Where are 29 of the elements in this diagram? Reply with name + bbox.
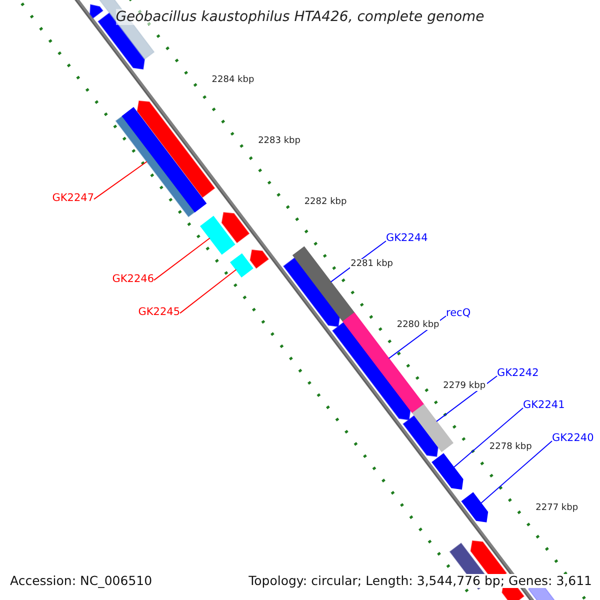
gene-label: GK2242 (497, 366, 539, 380)
gene-label: GK2246 (112, 272, 154, 286)
accession-text: Accession: NC_006510 (10, 574, 152, 588)
gene-feature (432, 453, 464, 490)
gene-label: GK2241 (523, 398, 565, 412)
leader-line (94, 161, 148, 200)
gene-bar (412, 404, 454, 452)
scale-label: 2284 kbp (210, 75, 256, 86)
scale-label: 2280 kbp (396, 320, 440, 330)
genome-info-text: Topology: circular; Length: 3,544,776 bp; Genes: 3,611 (248, 574, 592, 588)
gene-label: recQ (446, 306, 471, 320)
gene-bar (230, 253, 254, 278)
scale-label: 2277 kbp (534, 502, 580, 514)
gene-bar (200, 216, 236, 255)
scale-label: 2281 kbp (350, 258, 394, 269)
gene-label: GK2240 (552, 432, 594, 444)
scale-label: 2278 kbp (488, 442, 533, 452)
leader-line (480, 440, 552, 504)
gene-bar (122, 107, 207, 212)
gene-feature (461, 492, 488, 522)
scale-label: 2282 kbp (303, 197, 348, 208)
scale-label: 2279 kbp (442, 380, 487, 391)
scale-label: 2283 kbp (257, 136, 302, 147)
title: Geobacillus kaustophilus HTA426, complete genome (116, 9, 484, 25)
leader-line (453, 408, 524, 468)
gene-label: GK2247 (52, 192, 94, 204)
gene-label: GK2244 (386, 232, 428, 244)
gene-label: GK2245 (138, 306, 180, 318)
gene-bar (342, 312, 424, 414)
